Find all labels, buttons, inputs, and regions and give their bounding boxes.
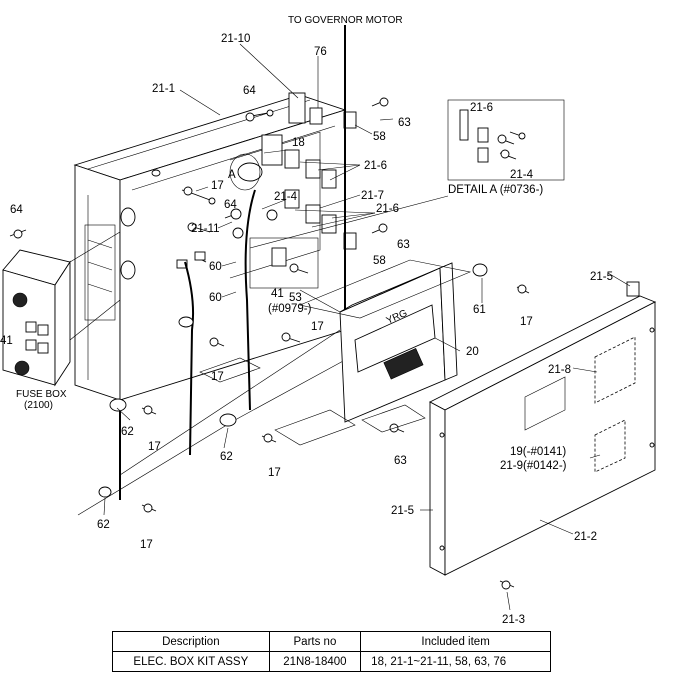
label-17-g: 17 <box>140 539 153 551</box>
label-62-c: 62 <box>97 519 110 531</box>
label-17-d: 17 <box>211 371 224 383</box>
label-18: 18 <box>292 137 305 149</box>
label-53-sub: (#0979-) <box>268 303 312 315</box>
label-61: 61 <box>473 304 486 316</box>
label-fuse-box: FUSE BOX <box>16 389 67 400</box>
label-21-6-b: 21-6 <box>376 203 399 215</box>
label-21-5-top: 21-5 <box>590 271 613 283</box>
label-detail-a: DETAIL A (#0736-) <box>448 184 543 196</box>
cell-description: ELEC. BOX KIT ASSY <box>112 651 270 672</box>
label-64-top: 64 <box>243 85 256 97</box>
label-21-9: 21-9(#0142-) <box>500 460 567 472</box>
label-21-8: 21-8 <box>548 364 571 376</box>
label-53: 53 <box>289 292 302 304</box>
header-description: Description <box>112 631 270 652</box>
label-19: 19(-#0141) <box>510 446 566 458</box>
sub-detail-frame <box>249 237 319 289</box>
parts-table: Description Parts no Included item ELEC.… <box>112 631 551 672</box>
label-17-a: 17 <box>211 180 224 192</box>
label-62-a: 62 <box>121 426 134 438</box>
leader-lines <box>103 43 631 611</box>
callout-labels: TO GOVERNOR MOTOR 21-10 76 21-1 64 63 58… <box>0 15 613 626</box>
label-21-1: 21-1 <box>152 83 175 95</box>
controller-unit <box>299 262 458 423</box>
label-17-b: 17 <box>520 316 533 328</box>
label-21-5-bot: 21-5 <box>391 505 414 517</box>
label-41-box: 41 <box>271 288 284 300</box>
label-60-a: 60 <box>209 261 222 273</box>
table-row: ELEC. BOX KIT ASSY 21N8-18400 18, 21-1~2… <box>112 651 551 672</box>
cover-plate <box>429 281 657 576</box>
label-63-bot: 63 <box>394 455 407 467</box>
label-21-3: 21-3 <box>502 614 525 626</box>
label-64-left: 64 <box>10 204 23 216</box>
label-detail-21-6: 21-6 <box>470 102 493 114</box>
label-21-7: 21-7 <box>361 190 384 202</box>
label-21-11: 21-11 <box>191 223 220 235</box>
detail-a-frame <box>229 99 565 249</box>
label-21-2: 21-2 <box>574 531 597 543</box>
label-60-b: 60 <box>209 292 222 304</box>
label-fuse-box-no: (2100) <box>24 400 53 411</box>
label-64-mid: 64 <box>224 199 237 211</box>
label-76: 76 <box>314 46 327 58</box>
gasket-plates <box>199 259 472 446</box>
header-included-item: Included item <box>360 631 551 652</box>
label-governor-motor: TO GOVERNOR MOTOR <box>288 15 403 26</box>
parts-table-header-row: Description Parts no Included item <box>112 631 551 652</box>
cell-included-item: 18, 21-1~21-11, 58, 63, 76 <box>360 651 551 672</box>
box-fasteners <box>9 97 530 590</box>
wiring-harness <box>77 25 346 516</box>
label-20: 20 <box>466 346 479 358</box>
label-21-4: 21-4 <box>274 191 298 203</box>
label-62-b: 62 <box>220 451 233 463</box>
label-58-top: 58 <box>373 131 386 143</box>
label-detail-21-4: 21-4 <box>510 169 534 181</box>
label-17-c: 17 <box>311 321 324 333</box>
label-41-fuse: 41 <box>0 335 13 347</box>
relay-41 <box>271 247 287 267</box>
label-63-top: 63 <box>398 117 411 129</box>
label-58-mid: 58 <box>373 255 386 267</box>
clamps <box>98 263 488 498</box>
fuse-box <box>2 231 121 387</box>
label-21-10: 21-10 <box>221 33 250 45</box>
label-17-f: 17 <box>268 467 281 479</box>
label-63-mid: 63 <box>397 239 410 251</box>
label-detail-letter: A <box>228 169 236 181</box>
label-21-6-a: 21-6 <box>364 160 387 172</box>
header-parts-no: Parts no <box>268 631 362 652</box>
cell-parts-no: 21N8-18400 <box>268 651 362 672</box>
label-17-e: 17 <box>148 441 161 453</box>
electrical-box <box>73 94 347 401</box>
